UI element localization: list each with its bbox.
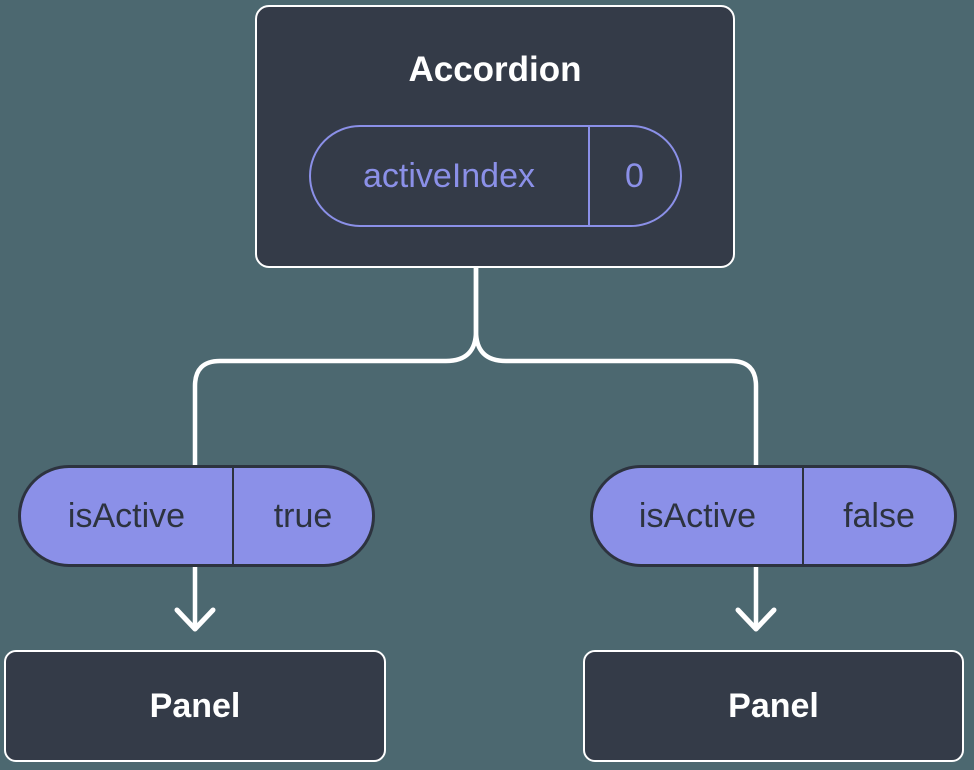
accordion-title: Accordion [408,50,582,89]
state-name: activeIndex [363,156,535,195]
arrow-down-left-icon [174,607,216,632]
prop-pill-left: isActive true [18,465,375,567]
prop-name-left: isActive [67,496,186,535]
connector-branch-left [192,263,479,630]
panel-node-left: Panel [4,650,386,762]
connector-branch-right [473,263,759,630]
panel-node-right: Panel [583,650,964,762]
panel-title-left: Panel [149,686,241,725]
accordion-node: Accordion activeIndex 0 [255,5,735,268]
arrow-down-right-icon [735,607,777,632]
prop-value-left: true [232,468,372,564]
prop-value-right: false [802,468,954,564]
panel-title-right: Panel [728,686,819,725]
state-value: 0 [587,127,680,226]
prop-name-right: isActive [638,496,757,535]
prop-pill-right: isActive false [590,465,957,567]
state-pill: activeIndex 0 [308,125,682,228]
